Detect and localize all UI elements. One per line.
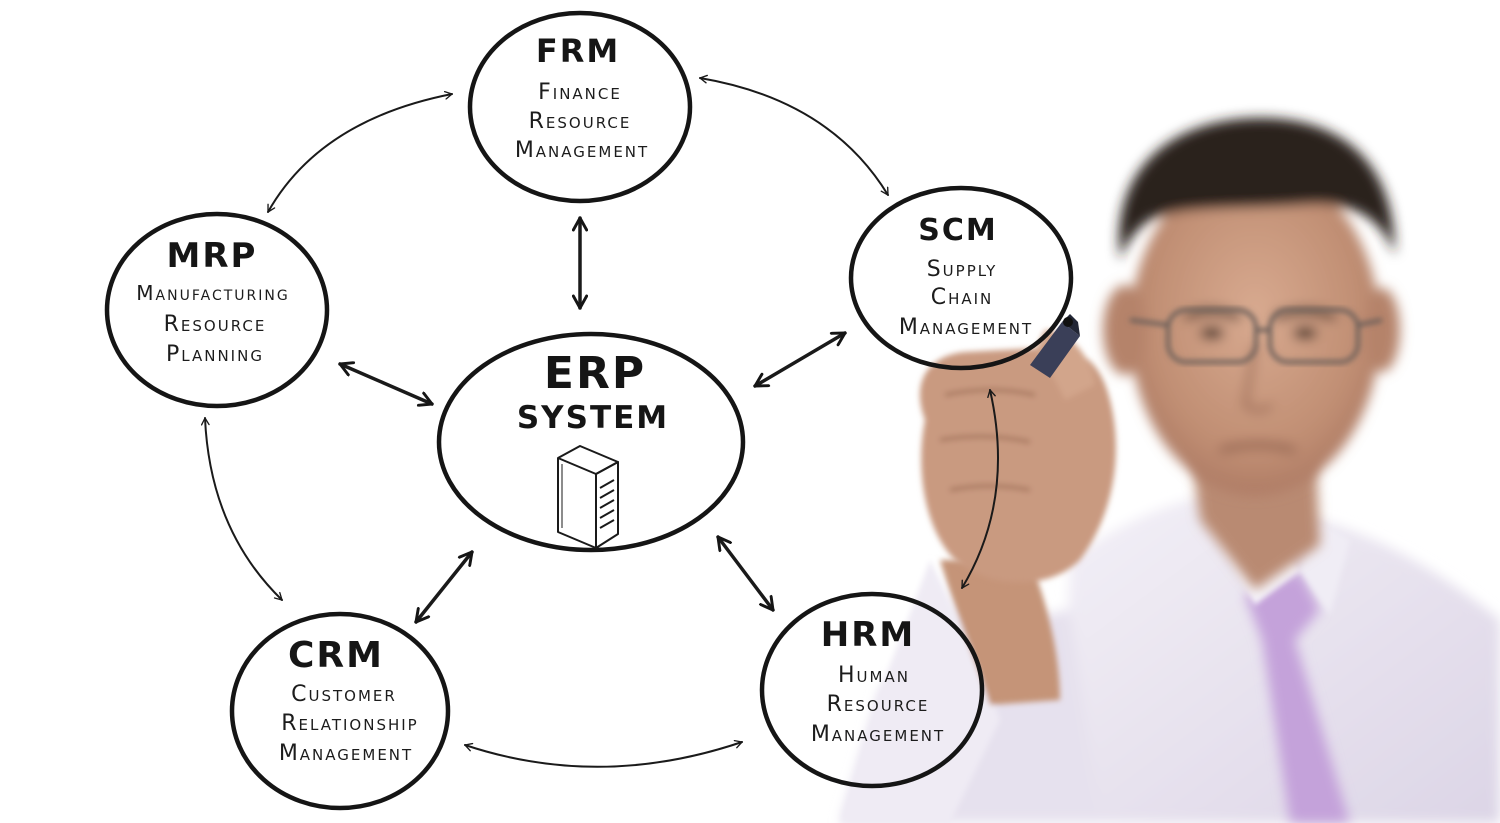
crm-circle (229, 611, 451, 811)
crm-line-2: Relationship (281, 711, 418, 736)
tie-icon (1245, 570, 1350, 823)
connector-erp-crm (414, 550, 474, 624)
scm-circle (848, 185, 1074, 371)
connector-erp-hrm (716, 535, 775, 612)
marker-pen-icon (1030, 314, 1080, 378)
mrp-circle (104, 211, 330, 409)
mrp-abbr: MRP (167, 236, 258, 276)
frm-node: FRM Finance Resource Management (515, 32, 649, 163)
mrp-line-3: Planning (166, 342, 264, 367)
head (1103, 117, 1400, 495)
crm-line-1: Customer (291, 682, 397, 707)
scm-line-2: Chain (931, 285, 994, 310)
scm-line-3: Management (899, 315, 1033, 340)
scm-line-1: Supply (927, 257, 998, 282)
forearm (840, 560, 1060, 823)
frm-line-1: Finance (538, 80, 622, 105)
erp-title: ERP (544, 348, 646, 399)
hrm-node: HRM Human Resource Management (811, 615, 945, 747)
crm-node: CRM Customer Relationship Management (279, 635, 418, 766)
erp-node: ERP SYSTEM (517, 348, 669, 549)
frm-abbr: FRM (536, 32, 620, 70)
frm-line-3: Management (515, 138, 649, 163)
crm-abbr: CRM (288, 635, 384, 676)
connector-frm-scm (699, 74, 889, 196)
crm-line-3: Management (279, 741, 413, 766)
erp-subtitle: SYSTEM (517, 400, 669, 436)
connector-scm-hrm (961, 389, 999, 589)
connector-crm-hrm (464, 739, 743, 768)
frm-line-2: Resource (529, 109, 632, 134)
connector-erp-scm (753, 331, 847, 388)
scm-abbr: SCM (918, 213, 997, 248)
hrm-abbr: HRM (821, 615, 915, 655)
server-tower-icon (557, 445, 619, 549)
mrp-line-1: Manufacturing (136, 281, 289, 305)
hrm-circle (759, 591, 985, 789)
connector-erp-mrp (338, 364, 434, 404)
connector-mrp-crm (200, 417, 283, 601)
frm-circle (467, 10, 693, 204)
erp-circle (436, 331, 746, 553)
hrm-line-3: Management (811, 722, 945, 747)
mrp-node: MRP Manufacturing Resource Planning (136, 236, 289, 367)
glasses-icon (1129, 308, 1383, 364)
hrm-line-2: Resource (827, 692, 930, 717)
hrm-line-1: Human (838, 663, 910, 688)
scm-node: SCM Supply Chain Management (899, 213, 1033, 340)
mrp-line-2: Resource (164, 312, 267, 337)
connector-mrp-frm (267, 90, 453, 213)
